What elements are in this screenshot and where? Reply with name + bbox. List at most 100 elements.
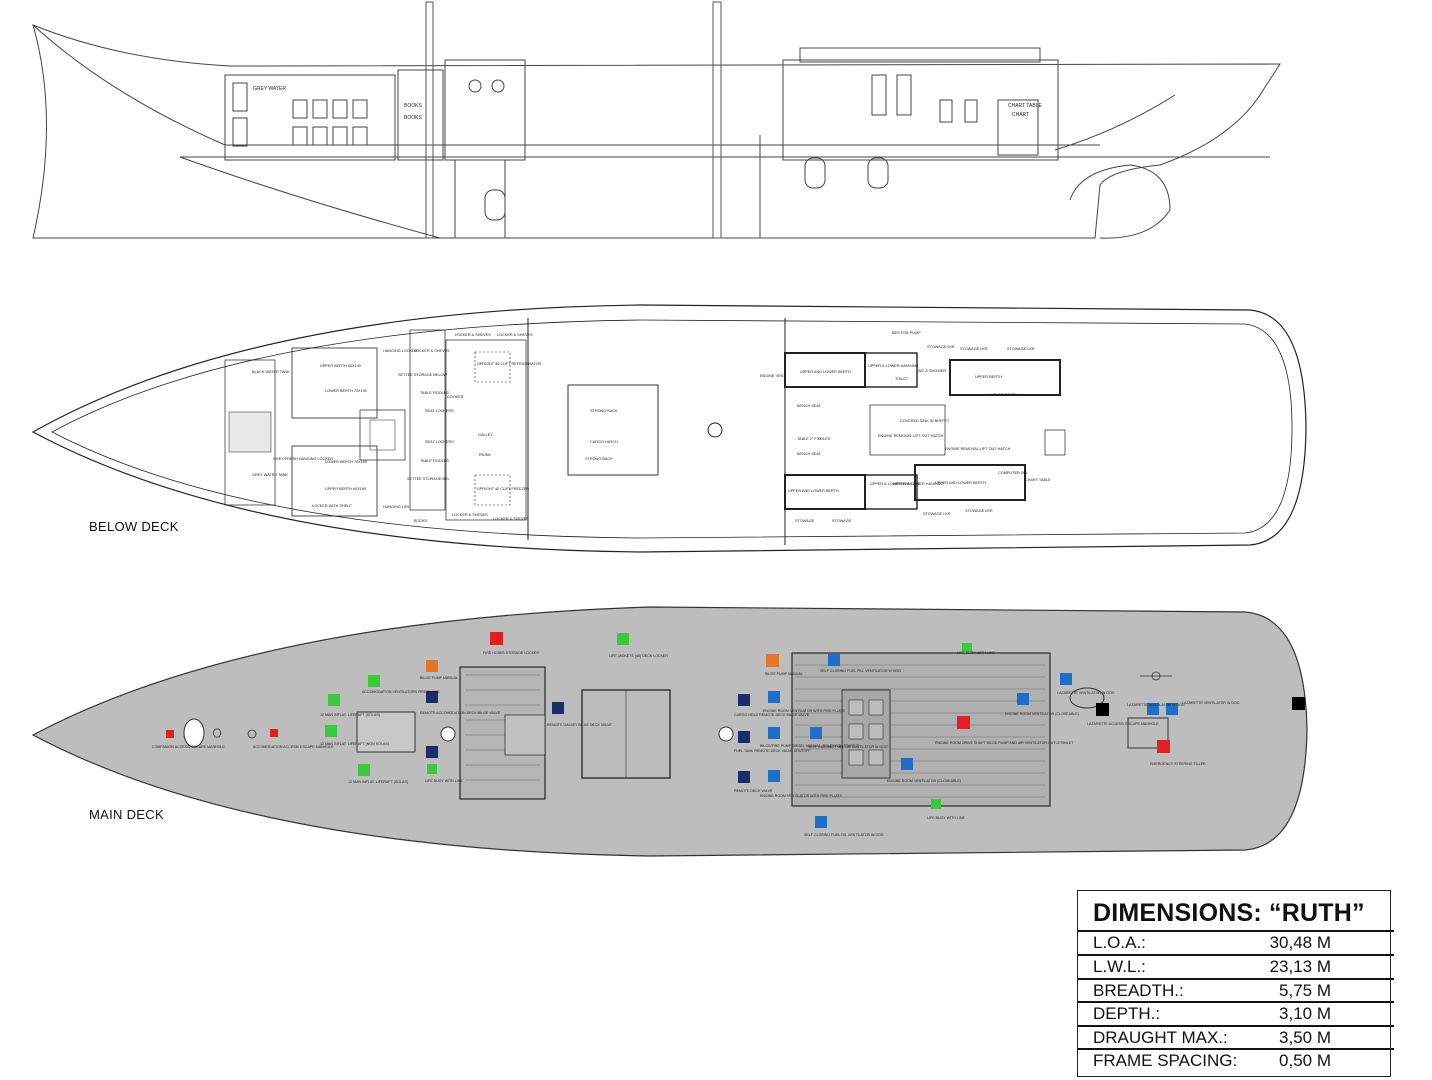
green-marker bbox=[427, 764, 437, 774]
label-seat-lockers: SEAT LOCKERS bbox=[425, 440, 454, 444]
blue-marker bbox=[1060, 673, 1072, 685]
green-marker bbox=[368, 675, 380, 687]
dimension-label: L.O.A.: bbox=[1093, 933, 1146, 952]
label-upper-lower-berth: UPPER AND LOWER BERTH bbox=[935, 481, 986, 485]
dimensions-row: L.O.A.: 30,48 M bbox=[1078, 930, 1394, 953]
label-strong-back: STRONG BACK bbox=[590, 409, 618, 413]
label-upper-berth: UPPER BERTH 60X190 bbox=[325, 487, 366, 491]
green-marker bbox=[328, 694, 340, 706]
label-engine-vent: ENGINE VENT bbox=[760, 374, 786, 378]
label-lower-berth: LOWER BERTH 70X190 bbox=[325, 389, 367, 393]
blue-marker bbox=[1166, 703, 1178, 715]
label-trunk: TRUNK bbox=[478, 453, 492, 457]
label-accomodation-ventilators: ACCOMODATION VENTILATORS FIRE PLUGS bbox=[362, 690, 440, 694]
main-mast bbox=[712, 1, 722, 239]
label-bench-seat: BENCH SEAT bbox=[797, 404, 822, 408]
label-companion-access: COMPANION ACCESS/ ESCAPE MANHOLE bbox=[152, 745, 225, 749]
green-marker bbox=[325, 725, 337, 737]
profile-bow-curve bbox=[32, 24, 226, 146]
label-hanging-locker: GREY/FRESH HANGING LOCKER bbox=[273, 457, 333, 461]
label-upper-berth: UPPER BERTH bbox=[975, 375, 1002, 379]
navy-marker bbox=[738, 771, 750, 783]
label-liferaft: 12 MAN INFLAT. LIFERAFT (NON SOLAS) bbox=[320, 742, 389, 746]
label-fuel-fill-ventilator: SELF CLOSING FUEL FILL VENTILATOR W DOG bbox=[820, 669, 901, 673]
label-life-buoy: LIFE BUOY WITH LINE bbox=[957, 651, 995, 655]
red-marker bbox=[957, 716, 970, 729]
label-engine-room-ventilator: ENGINE ROOM VENTILATOR (CLOSEABLE) bbox=[1005, 712, 1079, 716]
label-emergency-steering-tiller: EMERGENCY STEERING TILLER bbox=[1150, 762, 1206, 766]
orange-marker bbox=[426, 660, 438, 672]
dimension-label: FRAME SPACING: bbox=[1093, 1051, 1238, 1070]
label-toilet: TOILET bbox=[895, 377, 909, 381]
blue-marker bbox=[810, 727, 822, 739]
label-engine-room-ventilator: ENGINE ROOM VENTILATOR WITH FIRE PLUGS bbox=[760, 794, 842, 798]
label-freezer: UPRIGHT 40 CUFT FREEZER bbox=[477, 487, 529, 491]
black-marker bbox=[1292, 697, 1305, 710]
green-marker bbox=[962, 643, 972, 653]
label-lazarette-ventilator: LAZARETTE VENTILATOR W DOG bbox=[1057, 691, 1115, 695]
profile-label-chart: CHART bbox=[1012, 112, 1029, 118]
label-cargo-hold-valve: CARGO HOLD REMOTE DECK BILGE VALVE bbox=[734, 713, 810, 717]
label-engine-room-ventilator: ENGINE ROOM VENTILATOR WITH FIRE PLUGS bbox=[763, 709, 845, 713]
label-covered-sink: COVERED SINK IN BUFFET bbox=[900, 419, 950, 423]
label-refrigerator: UPRIGHT 40 CUFT REFRIGERATOR bbox=[477, 362, 542, 366]
fore-deckhouse bbox=[224, 74, 396, 161]
aft-deckhouse-roof bbox=[791, 652, 1051, 807]
label-locker-shelves: LOCKER & SHEVES bbox=[497, 333, 533, 337]
label-upper-lower-berth: UPPER AND LOWER BERTH bbox=[800, 370, 851, 374]
profile-label-chart-table: CHART TABLE bbox=[1008, 103, 1042, 109]
dimensions-title: DIMENSIONS: “RUTH” bbox=[1093, 899, 1365, 927]
label-locker-shelves: LOCKER & SHEVES bbox=[414, 349, 450, 353]
cargo-hatch bbox=[567, 384, 659, 476]
dimension-value: 3,50 M bbox=[1279, 1028, 1331, 1047]
orange-marker bbox=[766, 654, 779, 667]
navy-marker bbox=[552, 702, 564, 714]
label-fire-hoses-locker: FIRE HOSES STORAGE LOCKER bbox=[483, 651, 539, 655]
navy-marker bbox=[426, 691, 438, 703]
label-grey-water-tank: GREY WATER TANK bbox=[252, 473, 288, 477]
dimension-value: 5,75 M bbox=[1279, 981, 1331, 1000]
dimensions-row: DEPTH.: 3,10 M bbox=[1078, 1001, 1394, 1024]
label-lazarette-ventilator: LAZARETTE VENTILATOR W DOG bbox=[1127, 703, 1185, 707]
label-lower-berth: LOWER BERTH bbox=[990, 393, 1018, 397]
label-fuel-oil-ventilator: SELF CLOSING FUEL OIL VENTILATOR W DOG bbox=[808, 745, 888, 749]
blue-marker bbox=[1147, 703, 1159, 715]
label-seat-lockers: SEAT LOCKERS bbox=[425, 409, 454, 413]
label-strong-back: STRONG BACK bbox=[585, 457, 613, 461]
label-remote-deck-valve: REMOTE DECK VALVE bbox=[734, 789, 773, 793]
label-lower-berth: LOWER BERTH 70X190 bbox=[325, 460, 367, 464]
label-life-jackets-locker: LIFE JACKETS (40) DECK LOCKER bbox=[609, 654, 668, 658]
fore-mast bbox=[425, 1, 434, 239]
label-stowage-lkr: STOWAGE LKR bbox=[965, 509, 993, 513]
label-upper-lower-hanging: UPPER & LOWER HANGING bbox=[870, 482, 920, 486]
label-cooker: COOKER bbox=[447, 395, 464, 399]
dimension-value: 30,48 M bbox=[1269, 933, 1331, 952]
label-liferaft: 12 MAN INFLAT. LIFERAFT (SOLAS) bbox=[348, 780, 408, 784]
main-deck-markers bbox=[166, 632, 1305, 828]
label-stowage-lkr: STOWAGE LKR bbox=[923, 512, 951, 516]
aft-deckhouse bbox=[782, 59, 1059, 161]
label-accomodation-access: ACCOMODATION ACCESS/ ESCAPE MANHOLE bbox=[253, 745, 334, 749]
label-drive-shaft-ventilator: ENGINE ROOM DRIVE SHAFT BILGE PUMP AND A… bbox=[935, 741, 1074, 745]
label-engine-room-ventilator: ENGINE ROOM VENTILATOR (CLOSEABLE) bbox=[887, 779, 961, 783]
red-marker bbox=[1157, 740, 1170, 753]
label-settee-storage: SETTEE STORAGE BELOW bbox=[398, 373, 448, 377]
label-lazarette-access: LAZARETTE ACCESS/ ESCAPE MANHOLE bbox=[1087, 722, 1159, 726]
main-deck-labels: COMPANION ACCESS/ ESCAPE MANHOLE ACCOMOD… bbox=[152, 651, 1240, 837]
label-stowage-lkr: STOWAGE LKR bbox=[1007, 347, 1035, 351]
profile-labels: GREY WATER BOOKS BOOKS CHART TABLE CHART bbox=[253, 86, 1042, 121]
blue-marker bbox=[828, 654, 840, 666]
profile-label-books: BOOKS bbox=[404, 103, 422, 109]
label-fuel-tank-valve: FUEL TANK REMOTE DECK VALVE SHUTOFF bbox=[734, 749, 811, 753]
dimensions-row: FRAME SPACING: 0,50 M bbox=[1078, 1048, 1394, 1071]
label-table-fiddles: TABLE FIDDLES bbox=[420, 391, 449, 395]
label-upper-lower-hanging: UPPER & LOWER HANGING bbox=[893, 482, 943, 486]
label-stowage: STOWAGE bbox=[795, 519, 815, 523]
green-marker bbox=[358, 764, 370, 776]
label-locker-shelves: LOCKER & SHEVES bbox=[493, 517, 529, 521]
label-chart-table: CHART TABLE bbox=[1025, 478, 1051, 482]
label-bes-for-pump: BES FOR PUMP bbox=[892, 331, 921, 335]
label-engine-removal-hatch: ENGINE REMOVAL LIFT OUT HATCH bbox=[945, 447, 1011, 451]
dimension-value: 0,50 M bbox=[1279, 1051, 1331, 1070]
